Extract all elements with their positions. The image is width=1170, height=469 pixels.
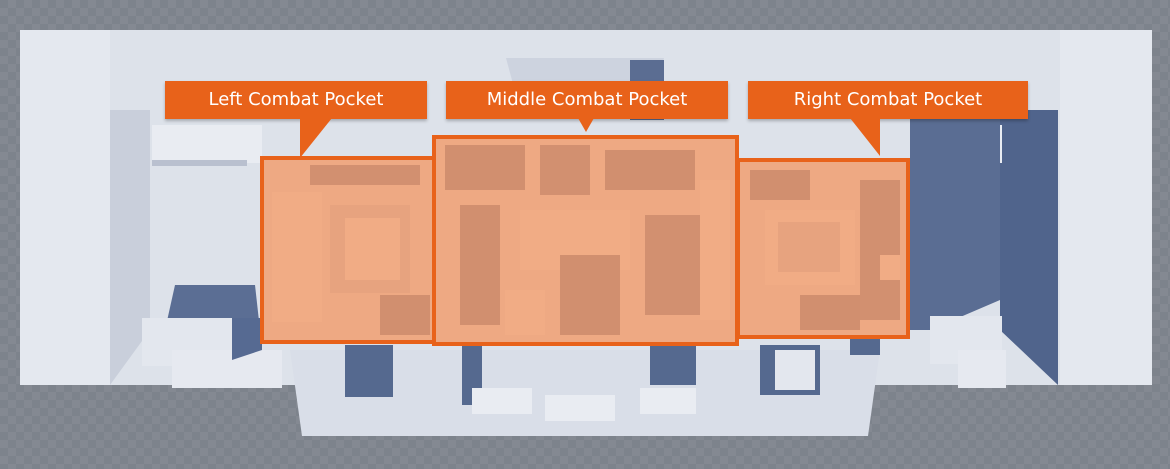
- left-pocket-label: Left Combat Pocket: [165, 81, 427, 119]
- left-ledge-shadow: [152, 160, 247, 166]
- right-wing-shadow: [1000, 110, 1058, 385]
- middle-pocket-label-pointer: [578, 118, 594, 132]
- mid-block-b: [545, 395, 615, 421]
- left-block-b: [172, 350, 282, 388]
- left-pocket-label-pointer: [300, 118, 332, 158]
- right-block-b: [958, 350, 1006, 388]
- left-wing-shade: [110, 110, 150, 385]
- left-pocket-label-text: Left Combat Pocket: [208, 89, 384, 110]
- left-ledge: [152, 125, 262, 163]
- mid-block-a: [472, 388, 532, 414]
- lower-platform: [290, 350, 880, 436]
- right-pocket-highlight: [736, 158, 910, 339]
- middle-pocket-label: Middle Combat Pocket: [446, 81, 728, 119]
- left-shadow-b: [232, 318, 262, 360]
- mid-block-d: [775, 350, 815, 390]
- right-pocket-label: Right Combat Pocket: [748, 81, 1028, 119]
- right-pocket-label-pointer: [850, 118, 880, 156]
- right-pocket-label-text: Right Combat Pocket: [793, 89, 983, 110]
- right-shadow-a: [910, 110, 1000, 330]
- right-wing-wall: [1060, 30, 1152, 385]
- mid-shadow-e: [850, 335, 880, 355]
- middle-pocket-label-text: Middle Combat Pocket: [486, 89, 688, 110]
- left-wing-wall: [20, 30, 110, 385]
- middle-pocket-highlight: [432, 135, 739, 346]
- left-pocket-highlight: [260, 156, 436, 344]
- mid-shadow-a: [345, 345, 393, 397]
- mid-shadow-c: [650, 345, 696, 385]
- mid-block-c: [640, 388, 696, 414]
